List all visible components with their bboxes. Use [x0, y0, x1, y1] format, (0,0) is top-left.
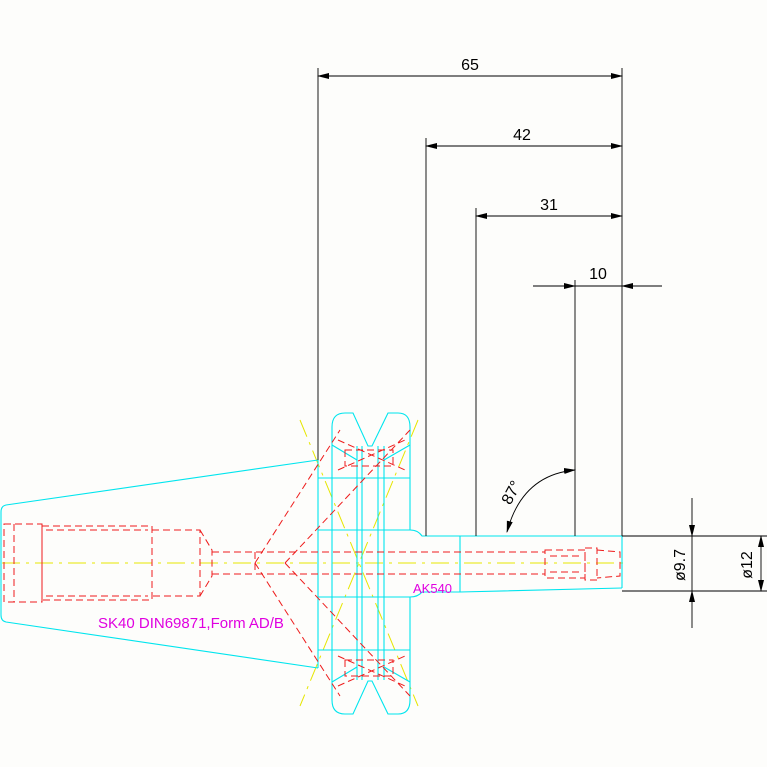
holder-outline [0, 412, 623, 715]
dim-65-text: 65 [461, 57, 479, 74]
holder-label: SK40 DIN69871,Form AD/B [98, 615, 284, 632]
dim-angle-text: 87° [499, 478, 525, 507]
dim-42-text: 42 [513, 127, 531, 144]
collet-label: AK540 [413, 581, 452, 596]
dim-10-text: 10 [589, 266, 607, 283]
dim-31-text: 31 [540, 197, 558, 214]
labels: SK40 DIN69871,Form AD/B AK540 [98, 581, 452, 632]
dimension-lines [317, 68, 767, 628]
dim-dia12-text: ø12 [739, 551, 756, 579]
centerline [2, 419, 625, 707]
dim-dia97-text: ø9.7 [672, 549, 689, 581]
dimension-texts: 65 42 31 10 87° ø9.7 ø12 [461, 57, 756, 581]
hidden-lines [3, 429, 621, 697]
